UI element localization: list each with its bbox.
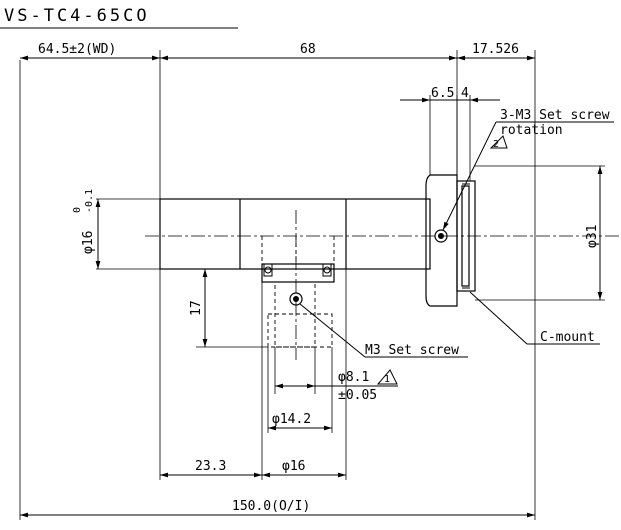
dim-6-5: 6.5	[431, 86, 454, 101]
dim-68: 68	[300, 42, 316, 57]
dim-4: 4	[461, 86, 469, 101]
tol-8-1: ±0.05	[338, 388, 377, 403]
center-lines	[145, 210, 620, 360]
label-c-mount: C-mount	[540, 330, 595, 345]
label-set-screw-rot: 3-M3 Set screw	[500, 108, 610, 123]
label-m3-set-screw: M3 Set screw	[365, 343, 459, 358]
extension-lines	[19, 50, 605, 520]
dim-phi14-2: φ14.2	[272, 412, 311, 427]
dimension-lines	[20, 55, 603, 518]
dim-wd: 64.5±2(WD)	[38, 42, 116, 57]
label-rotation: rotation	[500, 123, 563, 138]
dim-phi16-bottom: φ16	[282, 459, 305, 474]
leaders	[299, 121, 614, 387]
dim-phi16-tol: φ16	[81, 231, 96, 254]
note-1-icon	[376, 369, 398, 385]
hidden-lines	[261, 236, 335, 264]
dim-phi31: φ31	[585, 225, 600, 248]
dim-overall: 150.0(O/I)	[232, 499, 310, 514]
side-port	[261, 263, 335, 348]
dim-23-3: 23.3	[195, 459, 226, 474]
dim-17: 17	[189, 300, 204, 316]
lens-body	[159, 174, 476, 307]
dim-phi8-1: φ8.1	[338, 370, 369, 385]
note1-number: 1	[384, 374, 390, 385]
note-2-icon	[489, 135, 508, 149]
note2-number: 2	[493, 139, 499, 150]
dim-17526: 17.526	[472, 42, 519, 57]
drawing-title: VS-TC4-65CO	[4, 6, 150, 26]
dim-phi16-tol-bot: -0.1	[84, 189, 95, 213]
dim-phi16-tol-top: 0	[72, 207, 83, 213]
